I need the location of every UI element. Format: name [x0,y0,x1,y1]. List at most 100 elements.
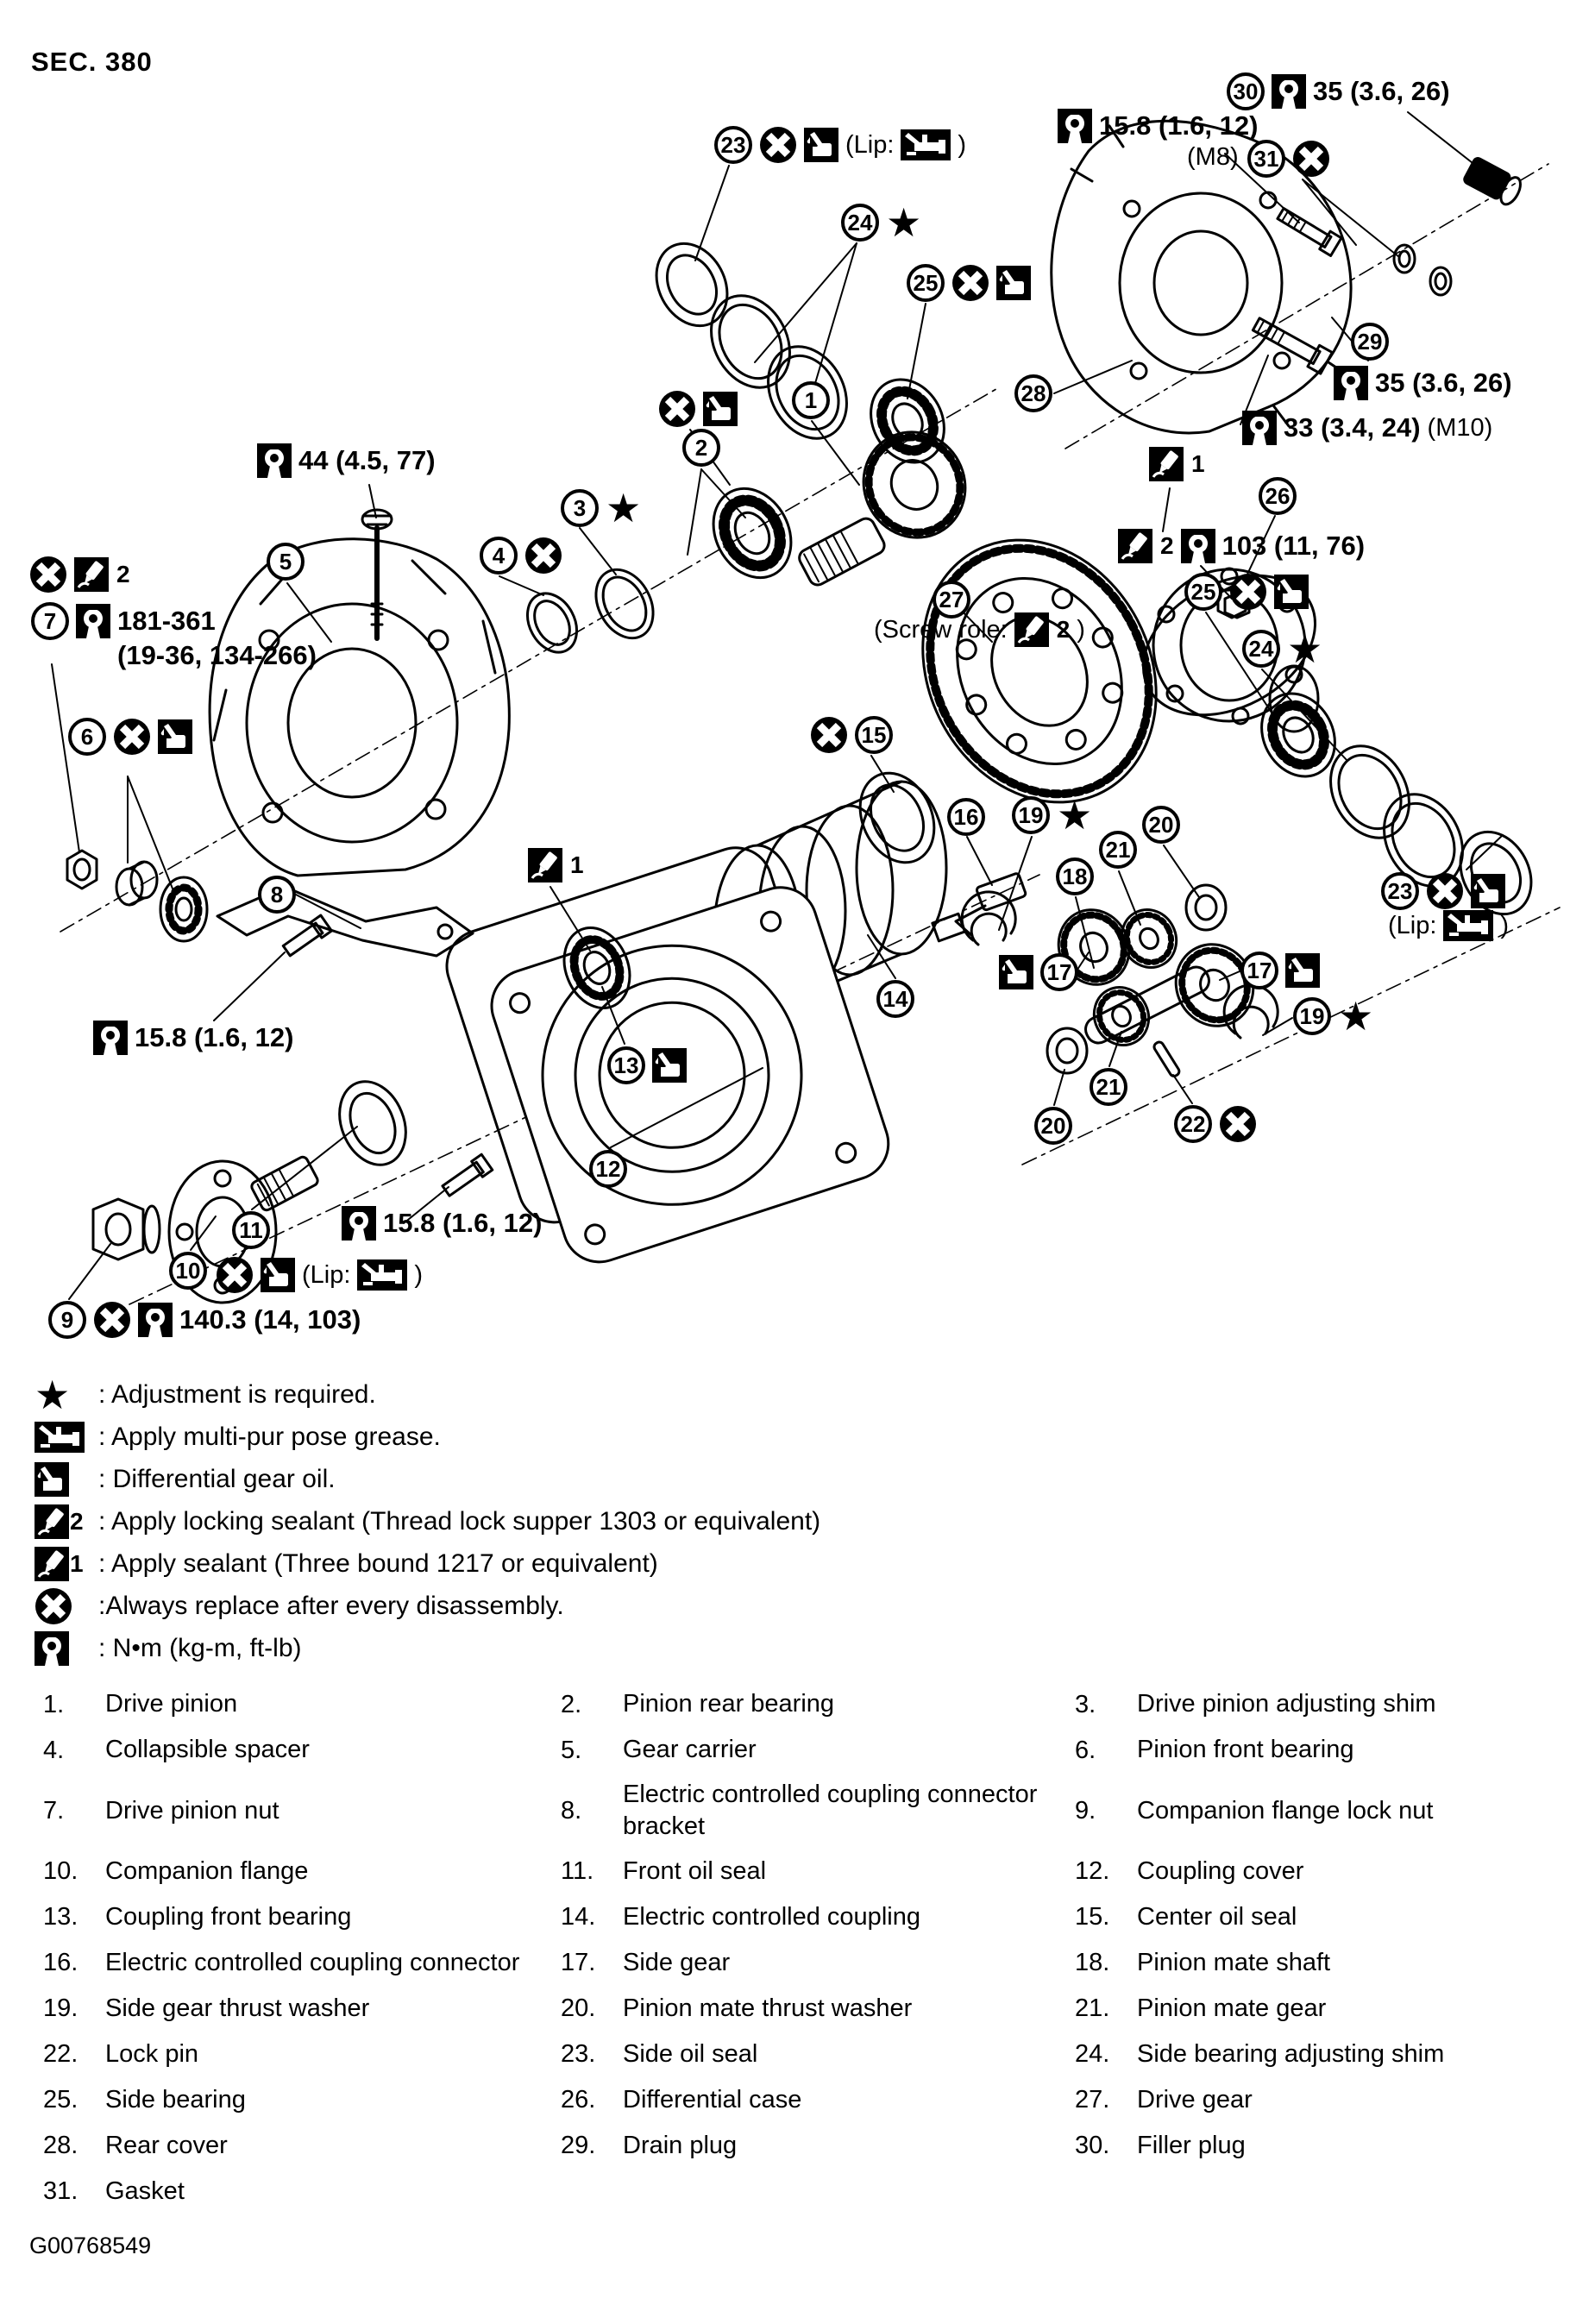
part-number: 19. [43,1994,78,2022]
sealant-number: 1 [70,1549,84,1577]
spec-text: 181-361 [117,606,216,636]
part-number: 13. [43,1902,78,1931]
torque-wrench-icon [257,443,292,478]
part-lock-pin [1152,1040,1181,1077]
part-entry: 21.Pinion mate gear [1075,1991,1558,2026]
grease-icon [35,1421,85,1453]
sealant-number: 2 [116,561,130,587]
gear-oil-icon [804,128,838,162]
note-text: (Lip: [845,130,895,159]
note-text: (Screw role: [874,615,1008,644]
part-number: 11. [561,1856,594,1885]
note-text: ) [414,1260,424,1289]
annotation-a45: 13 [607,1046,687,1084]
part-number: 17. [561,1948,596,1976]
part-number: 31. [43,2176,78,2205]
annotation-row: 1 [528,848,584,882]
grease-icon [901,129,951,160]
annotation-a8: 35 (3.6, 26) [1334,366,1512,400]
grease-icon [1443,910,1494,941]
callout-25: 25 [907,264,945,302]
sealant-number: 2 [1056,616,1071,643]
part-entry: 5.Gear carrier [561,1733,1075,1768]
annotation-row: 19★ [1293,996,1373,1036]
part-name: Side gear thrust washer [105,1994,370,2022]
part-entry: 4.Collapsible spacer [43,1733,561,1768]
part-side-oil-seal-top [655,242,729,328]
annotation-row: 4 [480,537,562,575]
annotation-a40: 25 [1184,573,1309,611]
part-entry: 2.Pinion rear bearing [561,1687,1075,1722]
callout-28: 28 [1014,374,1052,412]
legend-item-grease: : Apply multi-pur pose grease. [35,1416,820,1458]
part-bolts-and-plugs [1251,157,1522,375]
replace-icon [759,126,797,164]
part-name: Front oil seal [623,1856,767,1885]
part-pinion-mate-thrust-washers [1046,883,1228,1075]
annotation-a26: 15 [810,716,893,754]
annotation-row: 15.8 (1.6, 12) [1058,109,1258,143]
annotation-a1: 23(Lip:) [714,126,966,164]
callout-13: 13 [607,1046,645,1084]
annotation-a31: 20 [1142,806,1180,844]
annotation-row: 31 [1247,140,1330,178]
part-entry: 24. Side bearing adjusting shim [1075,2037,1558,2071]
annotation-a28: 19★ [1012,795,1092,835]
legend-icon-cell [35,1461,85,1497]
replace-icon [93,1301,131,1339]
sealant-icon [1149,447,1184,481]
part-entry: 19. Side gear thrust washer [43,1991,561,2026]
annotation-a49: 10 [169,1252,207,1290]
annotation-a50: (Lip:) [216,1256,423,1294]
part-entry: 17.Side gear [561,1945,1075,1980]
part-entry: 16.Electric controlled coupling connecto… [43,1945,561,1980]
annotation-row: 15 [810,716,893,754]
callout-20: 20 [1034,1107,1072,1145]
part-coupling-front-bearing [562,926,631,1010]
replace-icon [810,716,848,754]
part-collapsible-spacer [525,592,579,654]
annotation-row: 1 [792,381,830,419]
part-name: Drive pinion [105,1690,238,1718]
part-number: 16. [43,1948,78,1976]
annotation-row: 24★ [1242,629,1322,669]
part-number: 4. [43,1736,65,1764]
callout-4: 4 [480,537,518,575]
part-number: 24. [1075,2039,1110,2068]
sealant-number: 1 [570,851,584,878]
callout-24: 24 [1242,630,1280,668]
replace-icon [1219,1105,1257,1143]
torque-wrench-icon [1242,411,1277,445]
annotation-row: 44 (4.5, 77) [257,443,436,478]
part-name: Pinion rear bearing [623,1690,835,1718]
part-pinion-front-bearing [115,860,209,943]
part-side-bearing-adjusting-shims-top [710,294,848,440]
torque-wrench-icon [93,1021,128,1055]
replace-icon [29,556,67,594]
part-center-oil-seal [858,771,936,864]
callout-23: 23 [714,126,752,164]
callout-11: 11 [232,1211,270,1249]
legend-icon-cell [35,1421,85,1453]
legend-item-sealant1: 1: Apply sealant (Three bound 1217 or eq… [35,1542,820,1585]
note-text: (Lip: [1388,911,1437,939]
part-name: Side bearing adjusting shim [1137,2039,1445,2068]
note-text: ) [1077,615,1085,644]
part-number: 20. [561,1994,596,2022]
annotation-row: 28 [1014,374,1052,412]
part-entry: 20.Pinion mate thrust washer [561,1991,1075,2026]
callout-15: 15 [855,716,893,754]
annotation-a32: 17 [999,953,1078,991]
part-coupling-connector-bracket [216,885,474,958]
legend-text: : Adjustment is required. [98,1379,376,1409]
annotation-row: 15.8 (1.6, 12) [342,1206,542,1241]
legend-icon-cell: 1 [35,1546,85,1581]
